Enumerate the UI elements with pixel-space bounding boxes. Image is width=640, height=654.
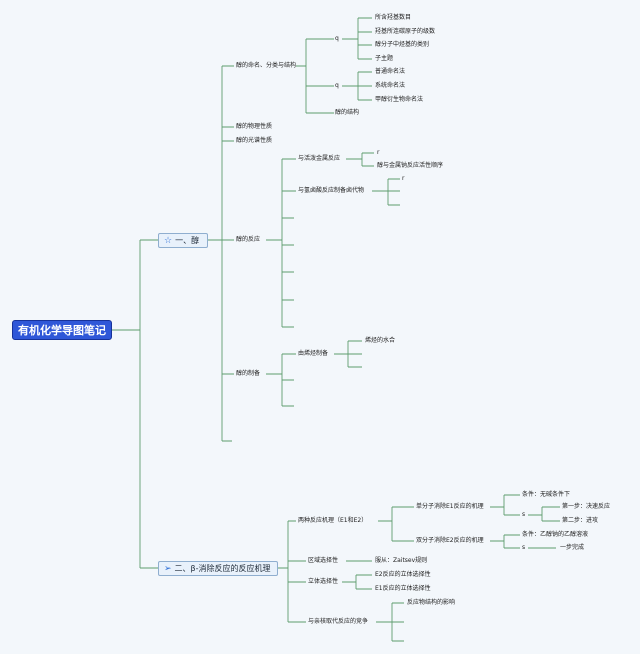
node-alkene-hydration[interactable]: 烯烃的水合 bbox=[365, 337, 396, 344]
node-halide-r[interactable]: r bbox=[402, 175, 405, 182]
node-naming-q[interactable]: q bbox=[335, 82, 339, 89]
node-e2-steps[interactable]: s bbox=[522, 544, 526, 551]
node-sodium-activity-order[interactable]: 醇与金属钠反应活性顺序 bbox=[377, 162, 444, 169]
node-spectral-properties[interactable]: 醇的光谱性质 bbox=[236, 137, 273, 144]
node-stereoselectivity[interactable]: 立体选择性 bbox=[308, 578, 339, 585]
node-alcohol-reactions[interactable]: 醇的反应 bbox=[236, 236, 261, 243]
node-active-metal-reaction[interactable]: 与活泼金属反应 bbox=[298, 155, 341, 162]
node-naming-classification[interactable]: 醇的命名、分类与结构 bbox=[236, 62, 297, 69]
paper-plane-icon: ➢ bbox=[164, 563, 172, 574]
node-substrate-structure-effect[interactable]: 反应物结构的影响 bbox=[407, 599, 456, 606]
node-subtopic[interactable]: 子主题 bbox=[375, 55, 394, 62]
root-title: 有机化学导图笔记 bbox=[18, 324, 106, 337]
node-e1-steps[interactable]: s bbox=[522, 511, 526, 518]
node-methanol-derivative-naming[interactable]: 甲醇衍生物命名法 bbox=[375, 96, 424, 103]
node-e2-mechanism[interactable]: 双分子消除E2反应的机理 bbox=[416, 537, 484, 544]
branch-alcohol-label: 一、醇 bbox=[175, 236, 200, 245]
node-systematic-naming[interactable]: 系统命名法 bbox=[375, 82, 406, 89]
star-icon: ☆ bbox=[164, 235, 173, 246]
node-regioselectivity[interactable]: 区域选择性 bbox=[308, 557, 339, 564]
node-metal-r[interactable]: r bbox=[377, 149, 380, 156]
node-hydrocarbyl-type[interactable]: 醇分子中烃基的类别 bbox=[375, 41, 430, 48]
node-substitution-competition[interactable]: 与亲核取代反应的竞争 bbox=[308, 618, 369, 625]
branch-alcohol[interactable]: ☆ 一、醇 bbox=[158, 233, 208, 248]
node-hydrohalic-acid-reaction[interactable]: 与氢卤酸反应制备卤代物 bbox=[298, 187, 365, 194]
node-e1-stereoselectivity[interactable]: E1反应的立体选择性 bbox=[375, 585, 431, 592]
root-node[interactable]: 有机化学导图笔记 bbox=[12, 320, 112, 340]
node-alcohol-structure[interactable]: 醇的结构 bbox=[335, 109, 360, 116]
node-e1-mechanism[interactable]: 单分子消除E1反应的机理 bbox=[416, 503, 484, 510]
node-alcohol-preparation[interactable]: 醇的制备 bbox=[236, 370, 261, 377]
node-carbon-degree[interactable]: 羟基所连碳原子的级数 bbox=[375, 28, 436, 35]
node-common-naming[interactable]: 普通命名法 bbox=[375, 68, 406, 75]
node-two-mechanisms[interactable]: 两种反应机理（E1和E2） bbox=[298, 517, 368, 524]
branch-elimination[interactable]: ➢ 二、β-消除反应的反应机理 bbox=[158, 561, 278, 576]
node-e2-stereoselectivity[interactable]: E2反应的立体选择性 bbox=[375, 571, 431, 578]
node-e1-condition[interactable]: 条件：无碱条件下 bbox=[522, 491, 571, 498]
node-physical-properties[interactable]: 醇的物理性质 bbox=[236, 123, 273, 130]
node-e1-step-one[interactable]: 第一步：决速反应 bbox=[562, 503, 611, 510]
branch-elimination-label: 二、β-消除反应的反应机理 bbox=[174, 564, 271, 573]
node-classification-q[interactable]: q bbox=[335, 35, 339, 42]
node-zaitsev-rule[interactable]: 服从：Zaitsev规则 bbox=[375, 557, 428, 564]
node-hydroxyl-count[interactable]: 所含羟基数目 bbox=[375, 14, 412, 21]
node-from-alkene[interactable]: 由烯烃制备 bbox=[298, 350, 329, 357]
node-e2-one-step[interactable]: 一步完成 bbox=[560, 544, 585, 551]
node-e2-condition[interactable]: 条件：乙醇钠的乙醇溶液 bbox=[522, 531, 589, 538]
node-e1-step-two[interactable]: 第二步：进攻 bbox=[562, 517, 599, 524]
